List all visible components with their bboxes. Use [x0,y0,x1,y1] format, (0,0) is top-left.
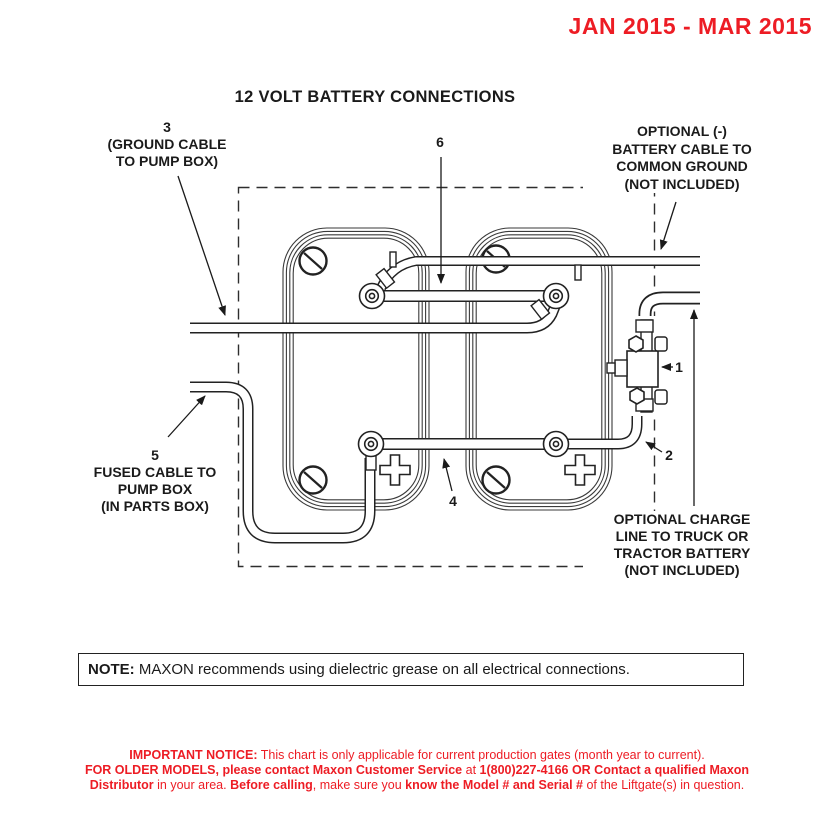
tab [389,251,397,268]
label-line: (GROUND CABLE [107,136,227,152]
ring-terminal-icon [542,282,570,310]
plus-icon [379,454,411,486]
lug [375,267,396,290]
label-line: 3 [163,119,171,135]
terminal-lugs [365,251,582,471]
label-line: (NOT INCLUDED) [624,175,740,192]
label-line: OPTIONAL CHARGE [613,511,751,527]
notice-line: IMPORTANT NOTICE: This chart is only app… [129,748,705,762]
label-optional-ground: OPTIONAL (-) BATTERY CABLE TO COMMON GRO… [583,123,781,193]
ring-terminal-icon [542,430,570,458]
tab [574,264,582,281]
leader-5 [167,395,206,438]
label-item6: 6 [436,134,444,150]
label-line: FUSED CABLE TO [93,464,217,480]
stud-cap [654,336,668,352]
important-notice: IMPORTANT NOTICE: This chart is only app… [30,748,804,794]
cable-fused [190,381,376,544]
label-line: TRACTOR BATTERY [613,545,751,561]
hex-bolt-icon [629,387,645,405]
notice-line: Distributor in your area. Before calling… [89,778,745,793]
lug [530,298,551,321]
screw-icon [298,465,328,495]
plus-terminal-marks [379,454,596,486]
ring-terminal-icon [358,282,386,310]
label-item4: 4 [449,493,457,509]
leader-optional-ground [659,201,677,250]
plus-icon [564,454,596,486]
label-line: 5 [151,447,159,463]
cable-charge-line [638,291,700,328]
battery-box-dashed-border [237,186,656,568]
screw-icon [298,246,328,276]
label-line: COMMON GROUND [616,158,748,174]
label-line: PUMP BOX [117,481,193,497]
circuit-breaker-block [606,316,672,416]
label-ground-cable: 3 (GROUND CABLE TO PUMP BOX) [67,119,267,170]
cable-to-breaker [560,406,643,450]
leader-3 [177,175,226,316]
screw-icon [481,465,511,495]
label-fused-cable: 5 FUSED CABLE TO PUMP BOX (IN PARTS BOX) [55,447,255,515]
label-line: (NOT INCLUDED) [624,562,740,578]
label-line: LINE TO TRUCK OR [615,528,749,544]
leader-4 [442,458,453,492]
ring-terminal-icon [357,430,385,458]
note-box: NOTE: MAXON recommends using dielectric … [78,653,744,686]
stud-cap [654,389,668,405]
hex-bolt-icon [628,335,644,353]
label-optional-charge: OPTIONAL CHARGE LINE TO TRUCK OR TRACTOR… [583,511,781,579]
ring-terminals [357,282,570,458]
label-line: BATTERY CABLE TO [612,140,752,157]
notice-line: FOR OLDER MODELS, please contact Maxon C… [84,763,750,778]
cables [190,256,700,544]
label-item1: 1 [675,359,683,375]
label-line: OPTIONAL (-) [637,123,727,139]
label-line: TO PUMP BOX) [115,153,219,169]
label-line: (IN PARTS BOX) [101,498,209,514]
date-range: JAN 2015 - MAR 2015 [568,13,812,39]
cable-ground [190,301,562,334]
leader-2 [645,441,663,453]
page-title: 12 VOLT BATTERY CONNECTIONS [234,88,516,106]
leader-arrows [167,157,698,506]
label-item2: 2 [665,447,673,463]
